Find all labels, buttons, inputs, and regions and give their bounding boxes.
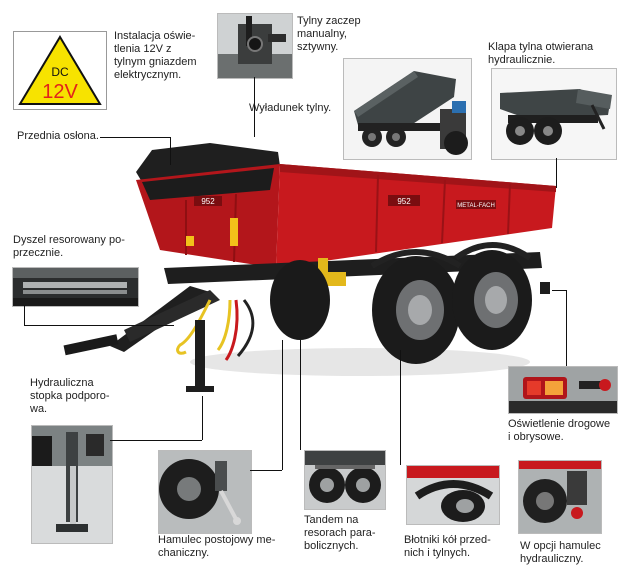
leader-front-cover-v bbox=[170, 137, 171, 165]
leader-road-lights bbox=[552, 290, 566, 291]
callout-tailgate: Klapa tylna otwierana hydraulicznie. bbox=[488, 41, 594, 66]
leader-parking-brake-h bbox=[250, 470, 282, 471]
thumb-rear-unload bbox=[343, 58, 472, 160]
brand-badge: METAL-FACH bbox=[457, 203, 495, 209]
thumb-support-leg bbox=[31, 425, 113, 544]
callout-support-leg: Hydrauliczna stopka podporo- wa. bbox=[30, 377, 110, 415]
callout-tandem: Tandem na resorach para- bolicznych. bbox=[304, 514, 376, 552]
thumb-tailgate bbox=[491, 68, 617, 160]
callout-front-cover: Przednia osłona. bbox=[17, 130, 99, 142]
thumb-tandem bbox=[304, 450, 386, 510]
warning-triangle-icon: DC 12V bbox=[18, 35, 102, 105]
warning-sign-box: DC 12V bbox=[13, 31, 107, 110]
leader-support-leg-v bbox=[202, 396, 203, 440]
side-model-badge: 952 bbox=[397, 197, 411, 206]
leader-parking-brake bbox=[282, 340, 283, 470]
callout-mudguards: Błotniki kół przed- nich i tylnych. bbox=[404, 534, 491, 559]
leader-rear-hitch bbox=[254, 77, 255, 137]
thumb-parking-brake bbox=[158, 450, 252, 534]
thumb-drawbar bbox=[12, 267, 139, 307]
thumb-rear-hitch bbox=[217, 13, 293, 79]
leader-road-lights-v bbox=[566, 290, 567, 366]
callout-road-lights: Oświetlenie drogowe i obrysowe. bbox=[508, 418, 611, 443]
front-model-badge: 952 bbox=[201, 197, 215, 206]
leader-front-cover bbox=[100, 137, 170, 138]
callout-parking-brake: Hamulec postojowy me- chaniczny. bbox=[158, 534, 276, 559]
sign-dc-text: DC bbox=[51, 65, 69, 79]
leader-drawbar-h bbox=[24, 325, 174, 326]
leader-mudguards bbox=[400, 350, 401, 465]
sign-voltage-text: 12V bbox=[42, 81, 78, 103]
callout-rear-hitch: Tylny zaczep manualny, sztywny. bbox=[297, 15, 361, 53]
callout-lighting: Instalacja oświe- tlenia 12V z tylnym gn… bbox=[114, 30, 197, 81]
leader-tailgate bbox=[556, 158, 557, 188]
thumb-road-lights bbox=[508, 366, 618, 414]
callout-hydraulic-brake: W opcji hamulec hydrauliczny. bbox=[520, 540, 601, 565]
callout-rear-unload: Wyładunek tylny. bbox=[249, 102, 332, 114]
leader-support-leg bbox=[110, 440, 202, 441]
leader-drawbar bbox=[24, 305, 25, 325]
thumb-mudguards bbox=[406, 465, 500, 525]
leader-tandem bbox=[300, 340, 301, 450]
thumb-hydraulic-brake bbox=[518, 460, 602, 534]
callout-drawbar: Dyszel resorowany po- przecznie. bbox=[13, 234, 125, 259]
